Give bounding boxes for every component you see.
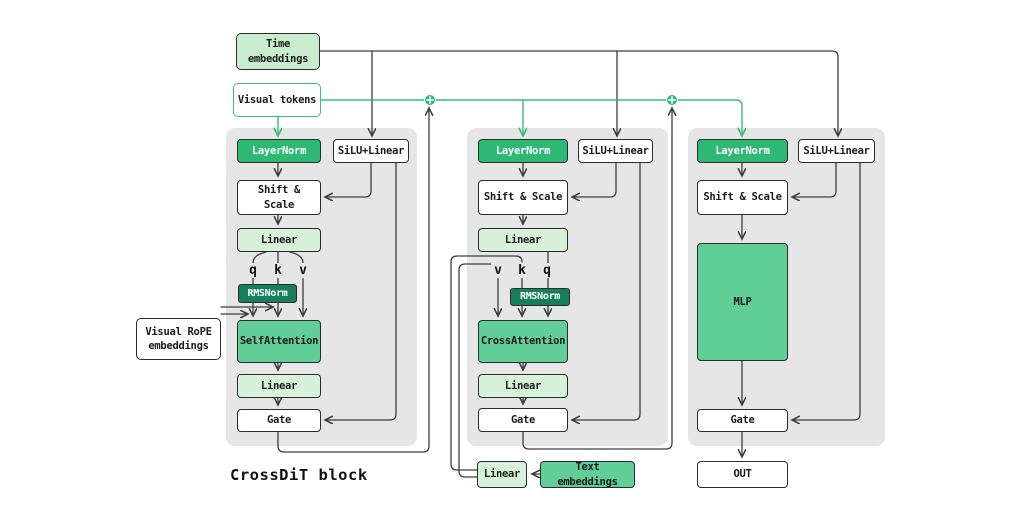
col1-selfattention-box: SelfAttention bbox=[237, 320, 321, 363]
col2-crossattention-box: CrossAttention bbox=[478, 320, 568, 363]
col1-v-label: v bbox=[296, 263, 310, 278]
col1-layernorm-box: LayerNorm bbox=[237, 139, 321, 163]
col3-mlp-box: MLP bbox=[697, 243, 788, 361]
col2-rmsnorm-box: RMSNorm bbox=[510, 288, 570, 306]
col2-q-label: q bbox=[540, 263, 554, 278]
col1-q-label: q bbox=[246, 263, 260, 278]
text-embeddings-box: Text embeddings bbox=[540, 461, 635, 488]
col2-layernorm-box: LayerNorm bbox=[478, 139, 568, 163]
visual-rope-embeddings-box: Visual RoPE embeddings bbox=[136, 318, 221, 360]
col1-linear-qkv-box: Linear bbox=[237, 228, 321, 252]
col3-layernorm-box: LayerNorm bbox=[697, 139, 788, 163]
col2-v-label: v bbox=[491, 263, 505, 278]
col3-gate-box: Gate bbox=[697, 409, 788, 432]
out-box: OUT bbox=[697, 461, 788, 488]
col2-silu-linear-box: SiLU+Linear bbox=[578, 139, 653, 163]
col1-rmsnorm-box: RMSNorm bbox=[238, 284, 297, 303]
residual-add-node-2 bbox=[666, 94, 678, 106]
col2-shift-scale-box: Shift & Scale bbox=[478, 180, 568, 215]
time-embeddings-box: Time embeddings bbox=[236, 33, 320, 70]
col1-linear-out-box: Linear bbox=[237, 374, 321, 398]
residual-add-node-1 bbox=[424, 94, 436, 106]
visual-tokens-box: Visual tokens bbox=[233, 83, 321, 117]
col1-silu-linear-box: SiLU+Linear bbox=[333, 139, 409, 163]
col2-linear-out-box: Linear bbox=[478, 374, 568, 398]
time-embedding-wires bbox=[319, 50, 838, 136]
crossattention-branch-panel bbox=[467, 128, 668, 446]
col1-gate-box: Gate bbox=[237, 409, 321, 432]
col3-shift-scale-box: Shift & Scale bbox=[697, 180, 788, 215]
col2-gate-box: Gate bbox=[478, 408, 568, 432]
diagram-title: CrossDiT block bbox=[230, 466, 368, 484]
col1-k-label: k bbox=[271, 263, 285, 278]
col3-silu-linear-box: SiLU+Linear bbox=[798, 139, 875, 163]
col2-k-label: k bbox=[515, 263, 529, 278]
text-linear-box: Linear bbox=[477, 461, 527, 488]
col2-linear-q-box: Linear bbox=[478, 228, 568, 252]
col1-shift-scale-box: Shift & Scale bbox=[237, 180, 321, 215]
